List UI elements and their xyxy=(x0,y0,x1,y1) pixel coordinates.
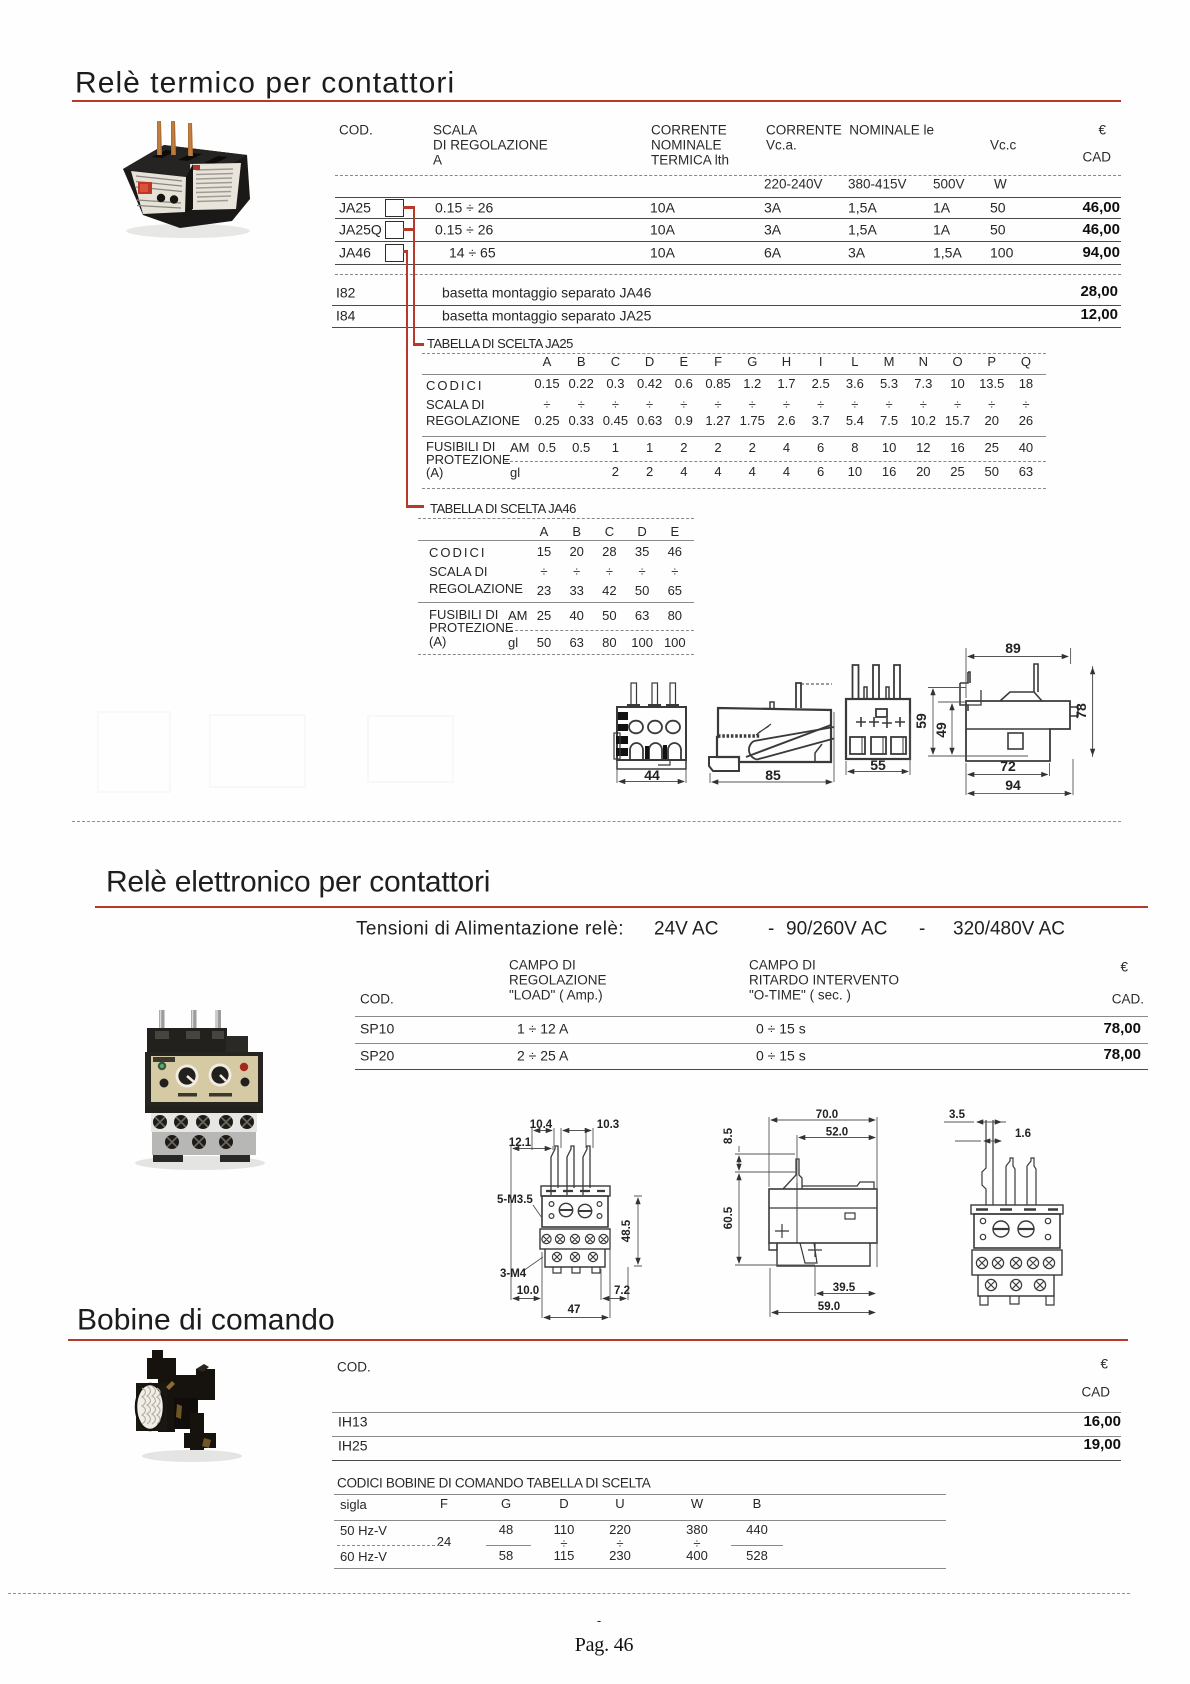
svg-text:8.5: 8.5 xyxy=(723,1127,735,1144)
svg-text:5-M3.5: 5-M3.5 xyxy=(497,1194,533,1206)
svg-text:39.5: 39.5 xyxy=(833,1282,856,1294)
svg-text:52.0: 52.0 xyxy=(826,1127,848,1139)
svg-text:10.0: 10.0 xyxy=(517,1285,539,1297)
svg-text:94: 94 xyxy=(1005,777,1021,793)
svg-text:89: 89 xyxy=(1005,640,1021,656)
svg-text:70.0: 70.0 xyxy=(816,1109,838,1121)
svg-text:3-M4: 3-M4 xyxy=(500,1268,527,1280)
svg-text:7.2: 7.2 xyxy=(614,1285,630,1297)
svg-text:60.5: 60.5 xyxy=(723,1206,735,1229)
svg-text:47: 47 xyxy=(568,1304,581,1316)
svg-text:55: 55 xyxy=(870,757,886,773)
svg-text:48.5: 48.5 xyxy=(621,1219,633,1242)
svg-text:49: 49 xyxy=(933,722,949,738)
svg-text:85: 85 xyxy=(765,767,781,783)
svg-text:59.0: 59.0 xyxy=(818,1301,840,1313)
svg-text:72: 72 xyxy=(1000,758,1016,774)
svg-text:12.1: 12.1 xyxy=(509,1137,532,1149)
svg-text:44: 44 xyxy=(644,767,660,783)
svg-text:10.4: 10.4 xyxy=(530,1119,553,1131)
svg-text:3.5: 3.5 xyxy=(949,1109,966,1121)
svg-text:59: 59 xyxy=(913,713,929,729)
svg-text:1.6: 1.6 xyxy=(1015,1128,1031,1140)
svg-text:10.3: 10.3 xyxy=(597,1119,619,1131)
svg-text:78: 78 xyxy=(1073,703,1089,719)
